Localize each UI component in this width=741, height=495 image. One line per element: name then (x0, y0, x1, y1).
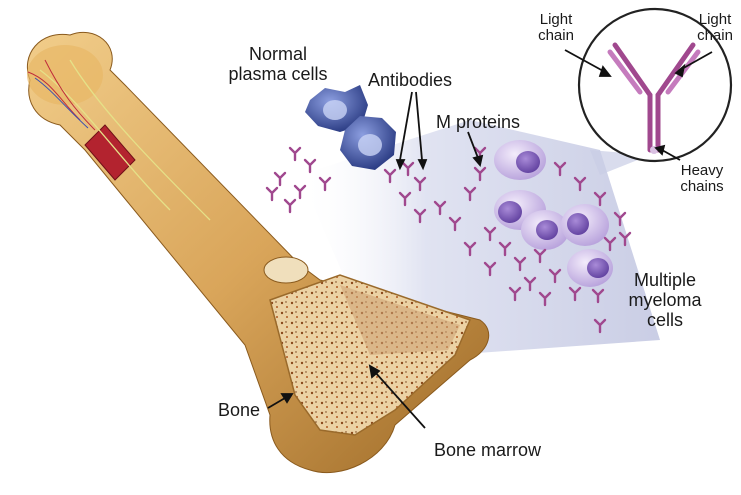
myeloma-cell (561, 204, 609, 246)
label-normal-plasma-cells: Normal plasma cells (222, 44, 334, 84)
label-bone: Bone (218, 400, 260, 420)
label-light-chain-right: Light chain (690, 12, 740, 44)
label-antibodies: Antibodies (368, 70, 452, 90)
label-m-proteins: M proteins (436, 112, 520, 132)
label-heavy-chains: Heavy chains (672, 163, 732, 195)
label-light-chain-left: Light chain (528, 12, 584, 44)
bone-cross-section (264, 257, 308, 283)
label-multiple-myeloma-cells: Multiple myeloma cells (610, 270, 720, 330)
label-bone-marrow: Bone marrow (434, 440, 541, 460)
myeloma-cell (494, 140, 546, 180)
myeloma-cell (567, 249, 613, 287)
